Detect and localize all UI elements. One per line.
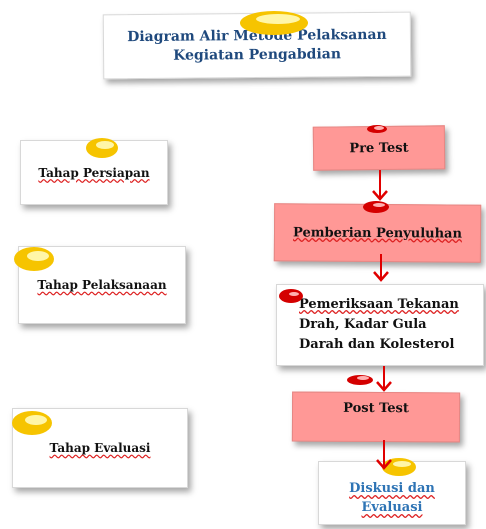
arrow-down-icon bbox=[372, 170, 388, 201]
pemeriksaan-box: Pemeriksaan Tekanan Drah, Kadar Gula Dar… bbox=[276, 284, 484, 366]
stage-pelaksanaan-box: Tahap Pelaksanaan bbox=[18, 246, 186, 324]
arrow-down-icon bbox=[376, 366, 392, 392]
stage-evaluasi-box: Tahap Evaluasi bbox=[12, 408, 188, 488]
pre-test-label: Pre Test bbox=[349, 140, 409, 156]
stage-pelaksanaan-label: Tahap Pelaksanaan bbox=[37, 278, 167, 292]
pemeriksaan-line3: Darah dan Kolesterol bbox=[299, 337, 455, 352]
red-pin-icon bbox=[367, 125, 387, 133]
arrow-down-icon bbox=[376, 440, 392, 470]
pemeriksaan-line1: Pemeriksaan Tekanan bbox=[299, 297, 459, 312]
stage-persiapan-label: Tahap Persiapan bbox=[38, 165, 150, 180]
yellow-pin-icon bbox=[382, 458, 416, 476]
diskusi-line2: Evaluasi bbox=[361, 500, 423, 515]
post-test-box: Post Test bbox=[291, 391, 461, 443]
penyuluhan-label: Pemberian Penyuluhan bbox=[293, 224, 462, 242]
red-pin-icon bbox=[363, 201, 389, 213]
yellow-pin-icon bbox=[12, 411, 52, 435]
red-pin-icon bbox=[347, 375, 373, 385]
pemeriksaan-line2: Drah, Kadar Gula bbox=[299, 317, 427, 332]
stage-persiapan-box: Tahap Persiapan bbox=[20, 140, 168, 205]
yellow-pin-icon bbox=[86, 138, 118, 158]
yellow-pin-icon bbox=[240, 11, 308, 35]
red-pin-icon bbox=[279, 289, 303, 303]
post-test-label: Post Test bbox=[343, 400, 409, 417]
yellow-pin-icon bbox=[14, 247, 54, 271]
diagram-title-line2: Kegiatan Pengabdian bbox=[173, 45, 342, 64]
diskusi-line1: Diskusi dan bbox=[349, 481, 435, 496]
stage-evaluasi-label: Tahap Evaluasi bbox=[49, 441, 151, 455]
arrow-down-icon bbox=[373, 254, 389, 282]
